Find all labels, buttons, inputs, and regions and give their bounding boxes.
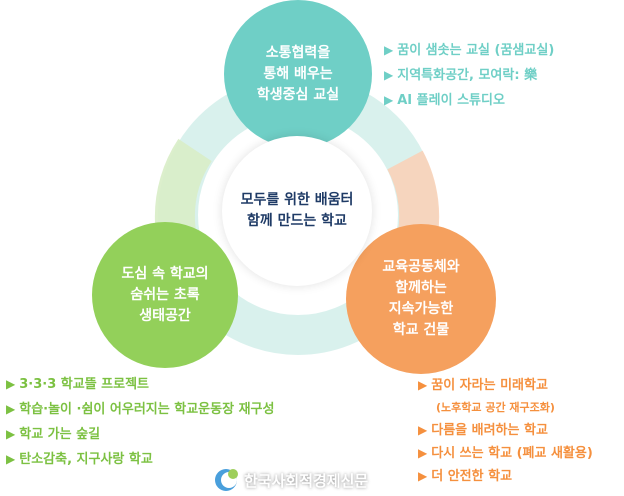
item-text: 3·3·3 학교뜰 프로젝트	[19, 377, 150, 392]
watermark-logo-icon	[215, 469, 238, 491]
triangle-icon: ▶	[6, 427, 16, 441]
triangle-icon: ▶	[384, 93, 394, 107]
node-text: 통해 배우는	[263, 65, 333, 82]
list-item: ▶AI 플레이 스튜디오	[384, 88, 554, 113]
list-item: ▶꿈이 자라는 미래학교	[418, 374, 593, 397]
node-text: 생태공간	[139, 307, 191, 324]
teal-list: ▶꿈이 샘솟는 교실 (꿈샘교실) ▶지역특화공간, 모여락: 樂 ▶AI 플레…	[384, 38, 554, 113]
node-text: 학교 건물	[392, 322, 450, 338]
list-item: (노후학교 공간 재구조화)	[418, 397, 593, 419]
item-text: 다시 쓰는 학교 (폐교 새활용)	[431, 446, 593, 461]
item-text: 다름을 배려하는 학교	[431, 423, 548, 438]
item-text: 더 안전한 학교	[431, 469, 513, 484]
triangle-icon: ▶	[6, 377, 16, 391]
list-item: ▶학습·놀이 ·쉼이 어우러지는 학교운동장 재구성	[6, 397, 274, 422]
node-text: 소통협력을	[265, 44, 331, 61]
node-text: 함께하는	[395, 280, 447, 296]
triangle-icon: ▶	[384, 43, 394, 57]
triangle-icon: ▶	[384, 68, 394, 82]
node-text: 학생중심 교실	[256, 86, 340, 103]
watermark: 한국사회적경제신문	[214, 466, 368, 494]
item-text: 학교 가는 숲길	[19, 427, 101, 442]
triangle-icon: ▶	[418, 446, 428, 460]
list-item: ▶탄소감축, 지구사랑 학교	[6, 447, 274, 472]
list-item: ▶더 안전한 학교	[418, 465, 593, 488]
list-item: ▶다시 쓰는 학교 (폐교 새활용)	[418, 442, 593, 465]
list-item: ▶3·3·3 학교뜰 프로젝트	[6, 372, 274, 397]
center-text: 함께 만드는 학교	[247, 213, 347, 229]
item-text: AI 플레이 스튜디오	[397, 93, 505, 108]
watermark-text: 한국사회적경제신문	[244, 471, 369, 490]
item-text: 꿈이 샘솟는 교실 (꿈샘교실)	[397, 43, 555, 58]
node-text: 지속가능한	[388, 301, 454, 317]
item-text: 탄소감축, 지구사랑 학교	[19, 452, 153, 467]
item-text: 꿈이 자라는 미래학교	[431, 378, 548, 393]
orange-list: ▶꿈이 자라는 미래학교 (노후학교 공간 재구조화) ▶다름을 배려하는 학교…	[418, 374, 593, 488]
triangle-icon: ▶	[418, 469, 428, 483]
list-item: ▶지역특화공간, 모여락: 樂	[384, 63, 554, 88]
list-item: ▶다름을 배려하는 학교	[418, 419, 593, 442]
center-text: 모두를 위한 배움터	[240, 192, 354, 208]
node-text: 교육공동체와	[382, 259, 460, 275]
triangle-icon: ▶	[418, 378, 428, 392]
list-item: ▶꿈이 샘솟는 교실 (꿈샘교실)	[384, 38, 554, 63]
triangle-icon: ▶	[418, 423, 428, 437]
green-list: ▶3·3·3 학교뜰 프로젝트 ▶학습·놀이 ·쉼이 어우러지는 학교운동장 재…	[6, 372, 274, 472]
triangle-icon: ▶	[6, 402, 16, 416]
item-text: 지역특화공간, 모여락: 樂	[397, 68, 538, 83]
node-text: 숨쉬는 초록	[130, 286, 200, 303]
list-item: ▶학교 가는 숲길	[6, 422, 274, 447]
item-text: 학습·놀이 ·쉼이 어우러지는 학교운동장 재구성	[19, 402, 275, 417]
node-text: 도심 속 학교의	[121, 265, 209, 282]
triangle-icon: ▶	[6, 452, 16, 466]
item-text: (노후학교 공간 재구조화)	[436, 401, 555, 414]
